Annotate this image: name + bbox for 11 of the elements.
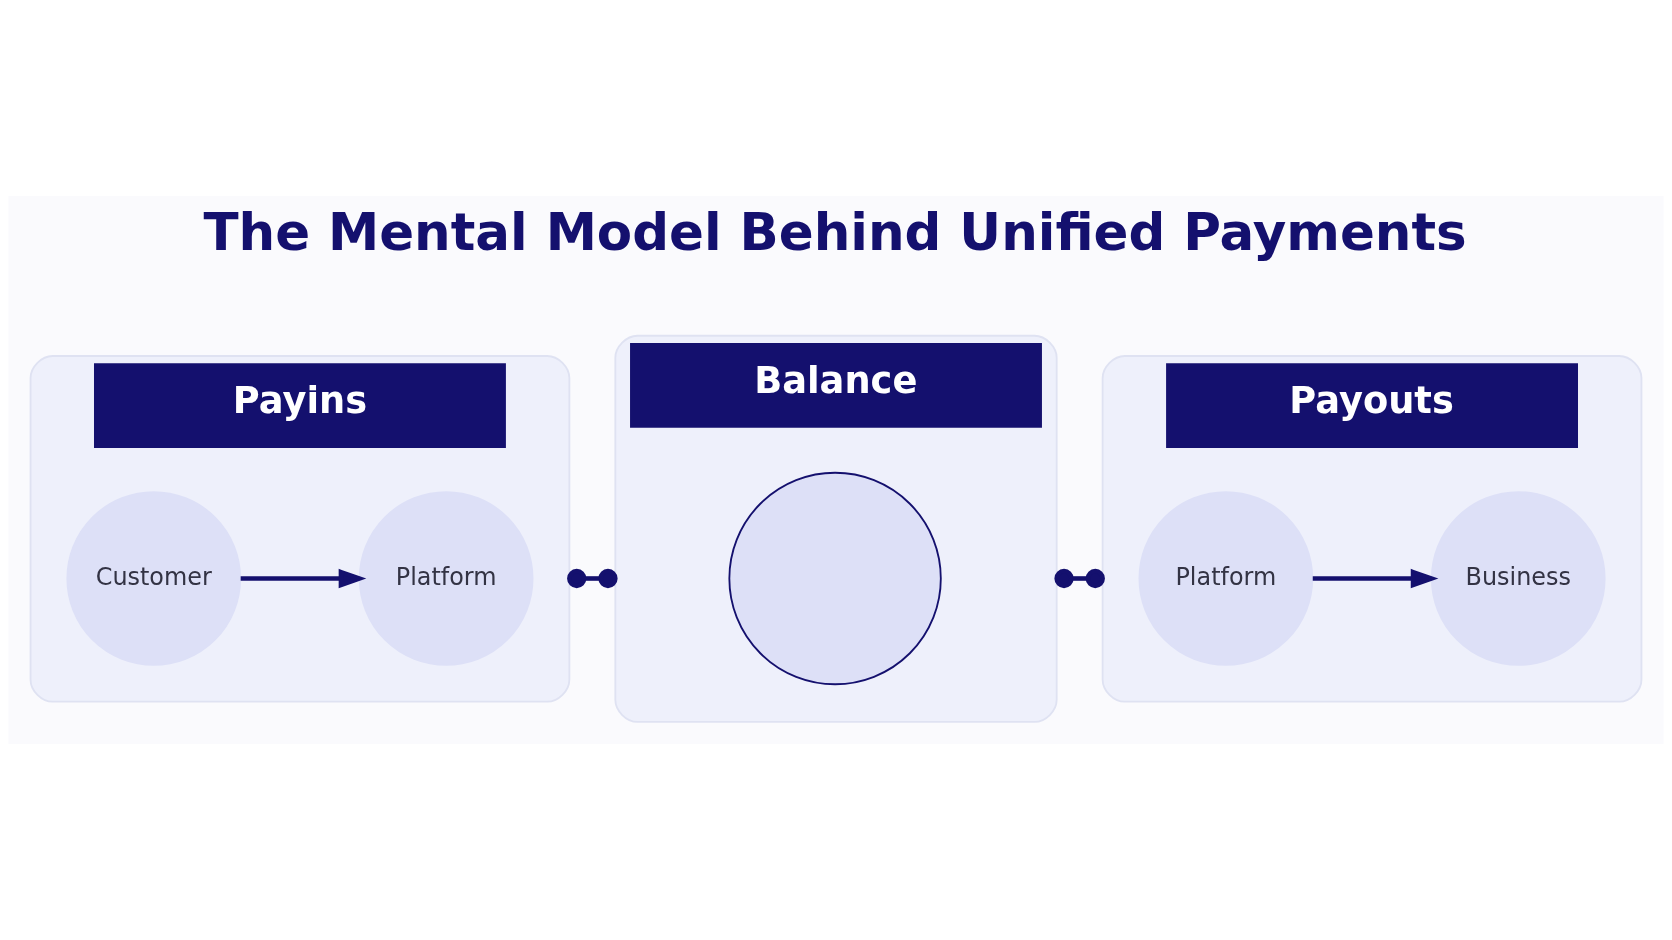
arrow — [240, 568, 367, 589]
node-circle: Platform — [1138, 491, 1314, 666]
node-circle: Platform — [358, 491, 534, 666]
connector — [1054, 568, 1105, 589]
node-circle — [728, 471, 942, 686]
connector — [567, 568, 618, 589]
arrow — [1312, 568, 1439, 589]
cluster: Balance — [614, 334, 1058, 723]
node-circle: Customer — [66, 491, 242, 666]
diagram-title: The Mental Model Behind Unified Payments — [203, 202, 1467, 263]
node-circle: Business — [1430, 491, 1606, 666]
